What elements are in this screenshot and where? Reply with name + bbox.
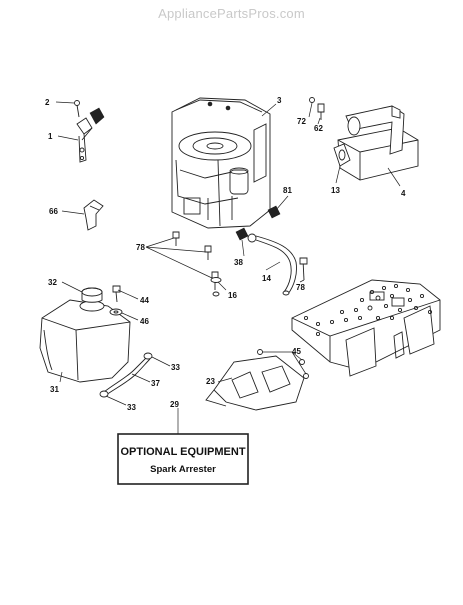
- gasket-part-13: [333, 143, 351, 167]
- screw-part-44: [112, 285, 121, 303]
- leader-lines: [55, 101, 401, 434]
- callout-72: 72: [297, 117, 306, 126]
- callout-37: 37: [151, 379, 160, 388]
- screw-part-78-right: [299, 257, 308, 281]
- callout-44: 44: [140, 296, 149, 305]
- callout-16: 16: [228, 291, 237, 300]
- callout-3: 3: [277, 96, 282, 105]
- callout-66: 66: [49, 207, 58, 216]
- optional-equipment-box: OPTIONAL EQUIPMENT Spark Arrester: [117, 433, 249, 485]
- callout-31: 31: [50, 385, 59, 394]
- screws-part-45: [257, 349, 309, 379]
- optional-equipment-title: OPTIONAL EQUIPMENT: [120, 446, 245, 458]
- callout-1: 1: [48, 132, 53, 141]
- throttle-control-part: [76, 107, 105, 163]
- callout-38: 38: [234, 258, 243, 267]
- callout-4: 4: [401, 189, 406, 198]
- callout-14: 14: [262, 274, 271, 283]
- fuel-hose-part-14: [255, 235, 297, 296]
- fuel-fitting-part-38: [235, 227, 257, 243]
- callout-45: 45: [292, 347, 301, 356]
- clamp-part-33-upper: [143, 352, 153, 360]
- optional-equipment-subtitle: Spark Arrester: [150, 464, 216, 475]
- bolt-part-62: [317, 103, 325, 120]
- fuel-line-part-37: [103, 355, 151, 396]
- washer-part-16: [210, 277, 222, 297]
- callout-13: 13: [331, 186, 340, 195]
- fuel-cap-part-32: [81, 287, 103, 303]
- bracket-part-66: [83, 199, 104, 231]
- muffler-part-4: [337, 105, 419, 181]
- watermark-text: AppliancePartsPros.com: [158, 6, 305, 21]
- callout-29: 29: [170, 400, 179, 409]
- frame-plate: [291, 279, 441, 377]
- bolt-part-72: [309, 97, 315, 103]
- engine-part-3: [171, 97, 271, 229]
- heat-shield-part-23: [205, 355, 305, 411]
- callout-78-right: 78: [296, 283, 305, 292]
- callout-33-upper: 33: [171, 363, 180, 372]
- callout-78-left: 78: [136, 243, 145, 252]
- callout-46: 46: [140, 317, 149, 326]
- callout-33-lower: 33: [127, 403, 136, 412]
- fuel-tank-part-31: [39, 299, 131, 383]
- callout-81: 81: [283, 186, 292, 195]
- callout-23: 23: [206, 377, 215, 386]
- callout-labels: 1 2 3 4 13 14 16 23 29 31 32 33 33 37 38…: [45, 96, 406, 412]
- clamp-part-33-lower: [99, 390, 109, 398]
- washer-part-46: [109, 308, 123, 316]
- callout-62: 62: [314, 124, 323, 133]
- callout-2: 2: [45, 98, 50, 107]
- screw-part-2: [74, 100, 80, 118]
- callout-32: 32: [48, 278, 57, 287]
- screws-part-78-left: [172, 231, 219, 290]
